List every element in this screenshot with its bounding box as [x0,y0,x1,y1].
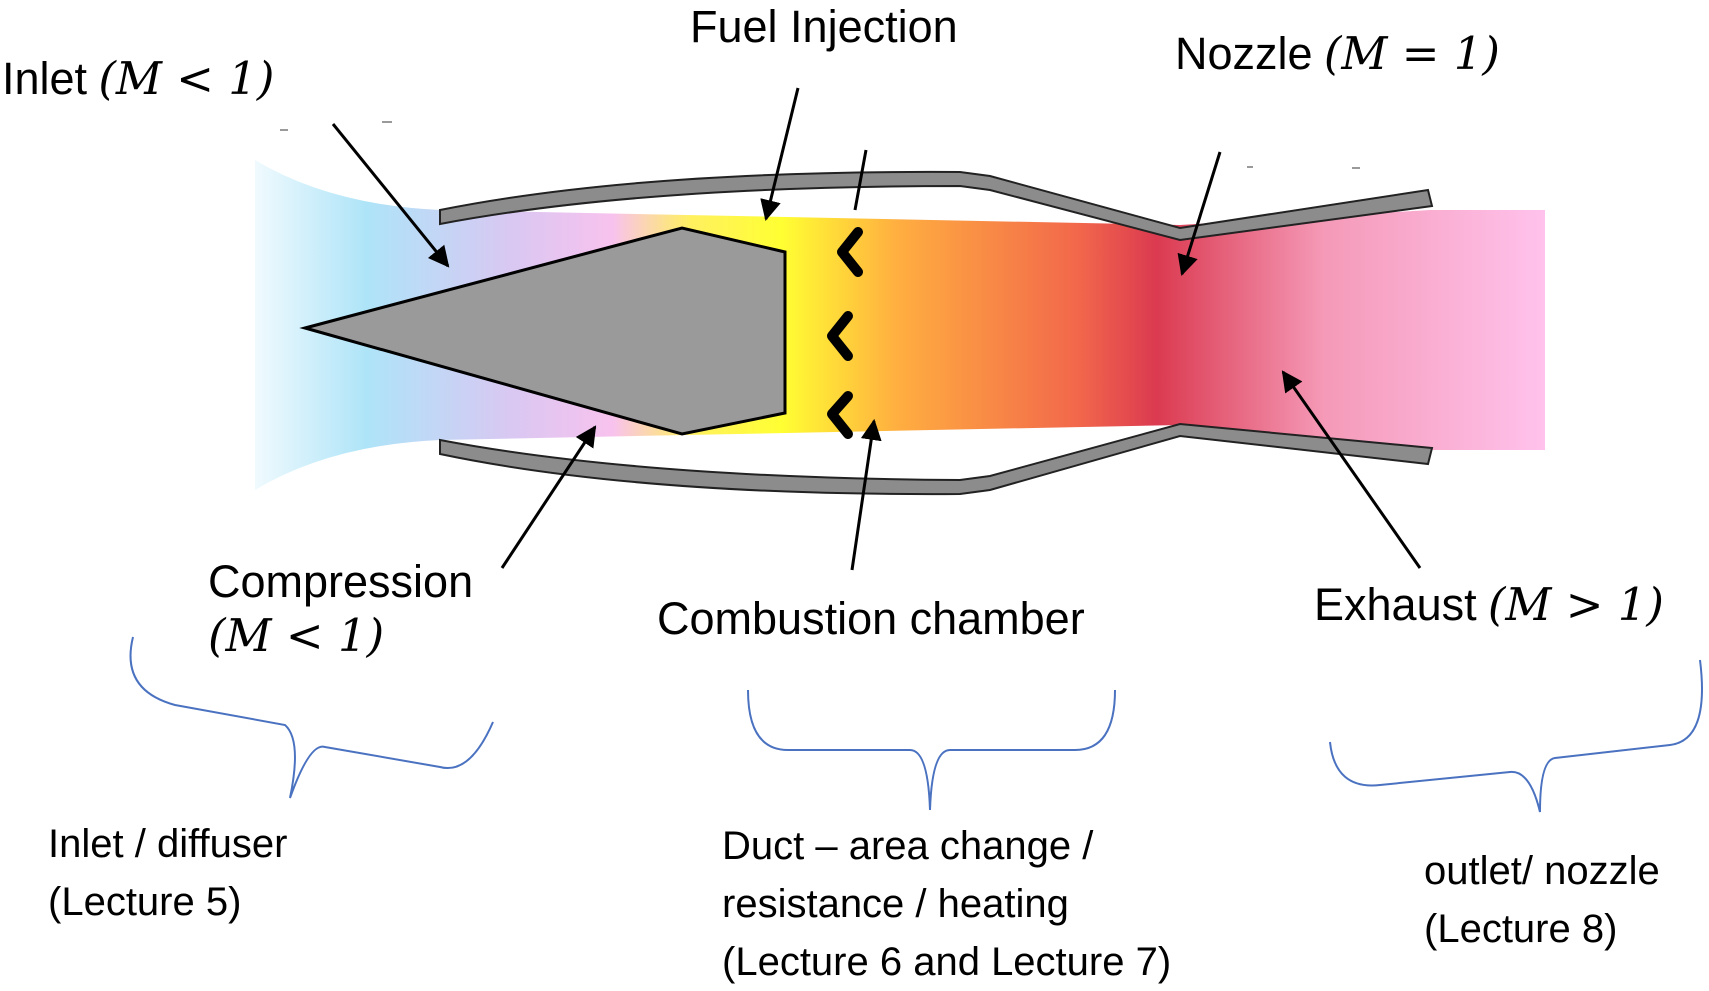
label-inlet-text: Inlet [2,53,88,104]
label-exhaust: Exhaust (M > 1) [1314,578,1664,632]
label-compression-text: Compression [208,556,474,607]
pointer-arrows [331,87,1422,571]
label-combustion-chamber-text: Combustion chamber [657,593,1085,644]
fuel-injector-chevrons [827,227,863,439]
label-inlet: Inlet (M < 1) [2,52,274,106]
upper-casing [439,170,1434,242]
label-combustion-chamber: Combustion chamber [657,592,1085,646]
caption-inlet-line2: (Lecture 5) [48,880,242,924]
caption-inlet-diffuser: Inlet / diffuser (Lecture 5) [48,815,287,931]
caption-outlet-line1: outlet/ nozzle [1424,849,1660,893]
label-exhaust-math: (M > 1) [1487,578,1664,631]
caption-duct-line1: Duct – area change / [722,824,1094,868]
label-nozzle-math: (M = 1) [1323,27,1500,80]
flow-field [255,160,1545,490]
caption-duct-line3: (Lecture 6 and Lecture 7) [722,940,1172,984]
section-braces [129,636,1703,813]
label-nozzle-text: Nozzle [1175,28,1313,79]
label-compression: Compression (M < 1) [208,555,473,663]
label-inlet-math: (M < 1) [98,52,275,105]
caption-inlet-line1: Inlet / diffuser [48,822,288,866]
caption-outlet-nozzle: outlet/ nozzle (Lecture 8) [1424,842,1660,958]
decorative-dashes [280,121,1360,169]
label-fuel-injection: Fuel Injection [690,0,958,54]
label-fuel-injection-text: Fuel Injection [690,1,958,52]
caption-duct: Duct – area change / resistance / heatin… [722,817,1171,991]
label-exhaust-text: Exhaust [1314,579,1477,630]
caption-duct-line2: resistance / heating [722,882,1069,926]
label-compression-math: (M < 1) [208,609,385,662]
label-nozzle: Nozzle (M = 1) [1175,27,1500,81]
center-body [299,226,787,436]
caption-outlet-line2: (Lecture 8) [1424,907,1618,951]
lower-casing [439,422,1434,496]
